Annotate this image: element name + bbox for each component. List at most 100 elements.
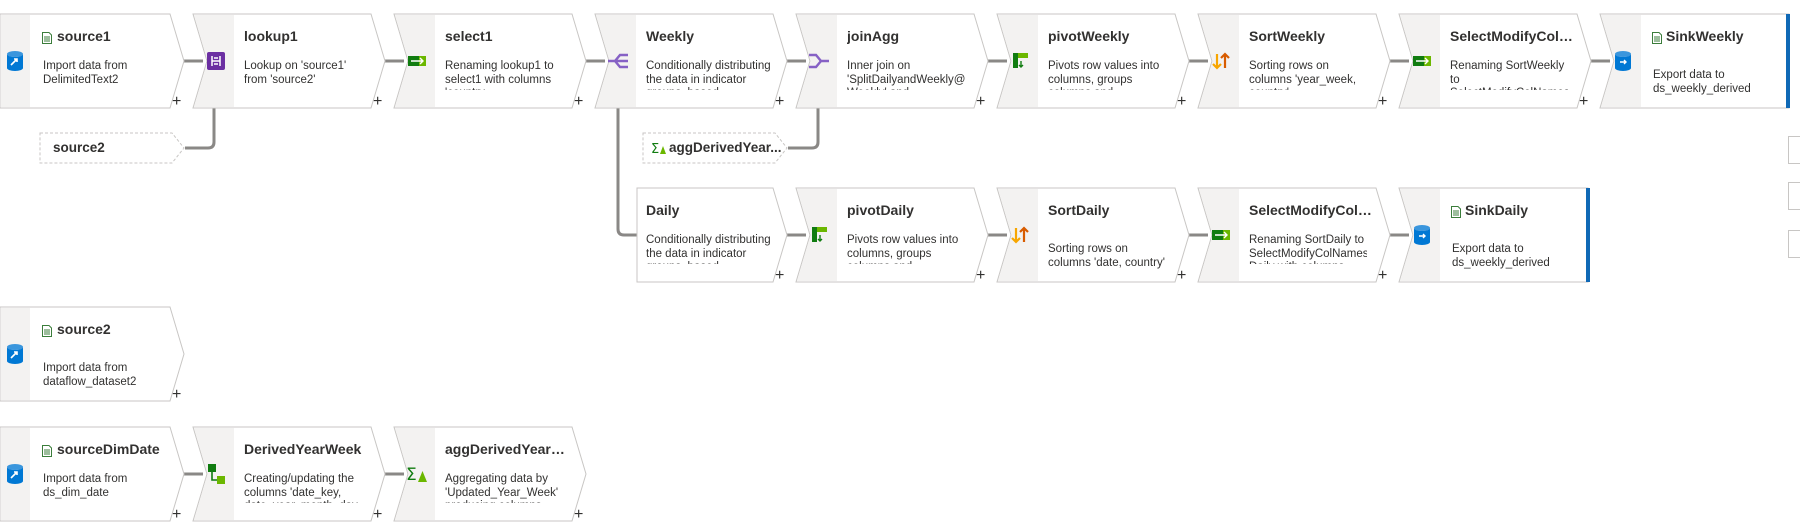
lookup-icon (200, 14, 232, 108)
add-transform-button[interactable]: + (574, 506, 584, 523)
node-title: select1 (445, 28, 493, 44)
node-description: Lookup on 'source1' from 'source2' (244, 60, 347, 86)
join-icon (803, 14, 835, 108)
node-description: Pivots row values into columns, groups c… (1048, 60, 1160, 90)
sort-icon (1004, 188, 1036, 282)
node-derivedYearWeek[interactable]: DerivedYearWeek Creating/updating the co… (192, 426, 386, 523)
node-description: Inner join on 'SplitDailyandWeekly@ Week… (847, 60, 966, 90)
node-description: Renaming SortDaily to SelectModifyColNam… (1249, 234, 1367, 264)
pivot-icon (803, 188, 835, 282)
node-description: Export data to ds_weekly_derived (1452, 243, 1550, 269)
select-icon (1406, 14, 1438, 108)
pivot-icon (1004, 14, 1036, 108)
node-description: Pivots row values into columns, groups c… (847, 234, 959, 264)
add-transform-button[interactable]: + (1378, 93, 1388, 110)
node-description: Conditionally distributing the data in i… (646, 60, 771, 90)
node-sourceDimDate[interactable]: sourceDimDate Import data from ds_dim_da… (0, 426, 185, 523)
add-transform-button[interactable]: + (775, 93, 785, 110)
connector-line (788, 108, 820, 150)
select-icon (401, 14, 433, 108)
connector-line (185, 108, 216, 150)
add-transform-button[interactable]: + (1579, 93, 1589, 110)
dataset-file-icon (42, 31, 52, 49)
dataset-file-icon (42, 324, 52, 342)
node-sortDaily[interactable]: SortDaily Sorting rows on columns 'date,… (996, 187, 1190, 284)
node-weekly[interactable]: Weekly Conditionally distributing the da… (594, 13, 788, 110)
node-title: lookup1 (244, 28, 298, 44)
node-title: source2 (57, 321, 111, 337)
add-transform-button[interactable]: + (373, 506, 383, 523)
node-pivotWeekly[interactable]: pivotWeekly Pivots row values into colum… (996, 13, 1190, 110)
node-joinAgg[interactable]: joinAgg Inner join on 'SplitDailyandWeek… (795, 13, 989, 110)
sink-cylinder-icon (1406, 188, 1438, 282)
add-transform-button[interactable]: + (976, 267, 986, 284)
node-title: SelectModifyColN... (1249, 202, 1377, 218)
dataset-file-icon (42, 444, 52, 462)
node-description: Aggregating data by 'Updated_Year_Week' … (445, 473, 559, 503)
zoom-in-button[interactable] (1788, 136, 1800, 164)
sort-icon (1205, 14, 1237, 108)
sink-cylinder-icon (1607, 14, 1639, 108)
node-title: pivotDaily (847, 202, 914, 218)
node-title: DerivedYearWeek (244, 441, 362, 457)
node-title: aggDerivedYearW... (445, 441, 573, 457)
aggregate-icon: Σ (651, 141, 667, 160)
add-transform-button[interactable]: + (172, 506, 182, 523)
add-transform-button[interactable]: + (1177, 267, 1187, 284)
node-title: joinAgg (847, 28, 900, 44)
add-transform-button[interactable]: + (775, 267, 785, 284)
node-lookup1[interactable]: lookup1 Lookup on 'source1' from 'source… (192, 13, 386, 110)
node-sinkWeekly[interactable]: SinkWeekly Export data to ds_weekly_deri… (1599, 13, 1790, 109)
dataset-file-icon (1652, 31, 1662, 49)
node-description: Import data from ds_dim_date (43, 473, 128, 499)
node-daily[interactable]: Daily Conditionally distributing the dat… (636, 187, 788, 284)
dataset-file-icon (1451, 205, 1461, 223)
node-source1[interactable]: source1 Import data from DelimitedText2 … (0, 13, 185, 110)
node-title: Daily (646, 202, 680, 218)
add-transform-button[interactable]: + (172, 386, 182, 403)
zoom-out-button[interactable] (1788, 182, 1800, 210)
node-pivotDaily[interactable]: pivotDaily Pivots row values into column… (795, 187, 989, 284)
node-selectModifyDaily[interactable]: SelectModifyColN... Renaming SortDaily t… (1197, 187, 1391, 284)
ref-aggDerivedYearWeek[interactable]: Σ aggDerivedYear... (642, 132, 788, 164)
node-description: Export data to ds_weekly_derived (1653, 69, 1751, 95)
node-title: pivotWeekly (1048, 28, 1130, 44)
derived-column-icon (200, 427, 232, 521)
node-title: SortWeekly (1249, 28, 1325, 44)
node-title: Weekly (646, 28, 694, 44)
node-description: Renaming lookup1 to select1 with columns… (445, 60, 554, 90)
node-select1[interactable]: select1 Renaming lookup1 to select1 with… (393, 13, 587, 110)
sink-marker-bar (1586, 188, 1590, 282)
node-title: SinkWeekly (1666, 28, 1744, 44)
ref-source2[interactable]: source2 (39, 132, 185, 164)
node-aggDerivedYearWeek[interactable]: Σ aggDerivedYearW... Aggregating data by… (393, 426, 587, 523)
node-description: Import data from dataflow_dataset2 (43, 362, 137, 388)
svg-text:Σ: Σ (651, 142, 659, 155)
add-transform-button[interactable]: + (373, 93, 383, 110)
source-cylinder-icon (0, 307, 30, 401)
sink-marker-bar (1786, 14, 1790, 108)
node-description: Conditionally distributing the data in i… (646, 234, 771, 264)
fit-view-button[interactable] (1788, 230, 1800, 258)
add-transform-button[interactable]: + (574, 93, 584, 110)
node-title: SelectModifyColN... (1450, 28, 1578, 44)
node-description: Sorting rows on columns 'date, country' (1048, 243, 1165, 269)
add-transform-button[interactable]: + (976, 93, 986, 110)
add-transform-button[interactable]: + (1177, 93, 1187, 110)
add-transform-button[interactable]: + (172, 93, 182, 110)
svg-text:Σ: Σ (406, 465, 417, 483)
node-sortWeekly[interactable]: SortWeekly Sorting rows on columns 'year… (1197, 13, 1391, 110)
node-title: SortDaily (1048, 202, 1110, 218)
node-description: Renaming SortWeekly to SelectModifyColNa… (1450, 60, 1568, 90)
source-cylinder-icon (0, 427, 30, 521)
node-description: Import data from DelimitedText2 (43, 60, 128, 86)
node-description: Creating/updating the columns 'date_key,… (244, 473, 360, 503)
node-title: sourceDimDate (57, 441, 160, 457)
add-transform-button[interactable]: + (1378, 267, 1388, 284)
node-sinkDaily[interactable]: SinkDaily Export data to ds_weekly_deriv… (1398, 187, 1589, 283)
select-icon (1205, 188, 1237, 282)
node-selectModifyWeekly[interactable]: SelectModifyColN... Renaming SortWeekly … (1398, 13, 1592, 110)
node-description: Sorting rows on columns 'year_week, coun… (1249, 60, 1357, 90)
node-source2[interactable]: source2 Import data from dataflow_datase… (0, 306, 185, 403)
